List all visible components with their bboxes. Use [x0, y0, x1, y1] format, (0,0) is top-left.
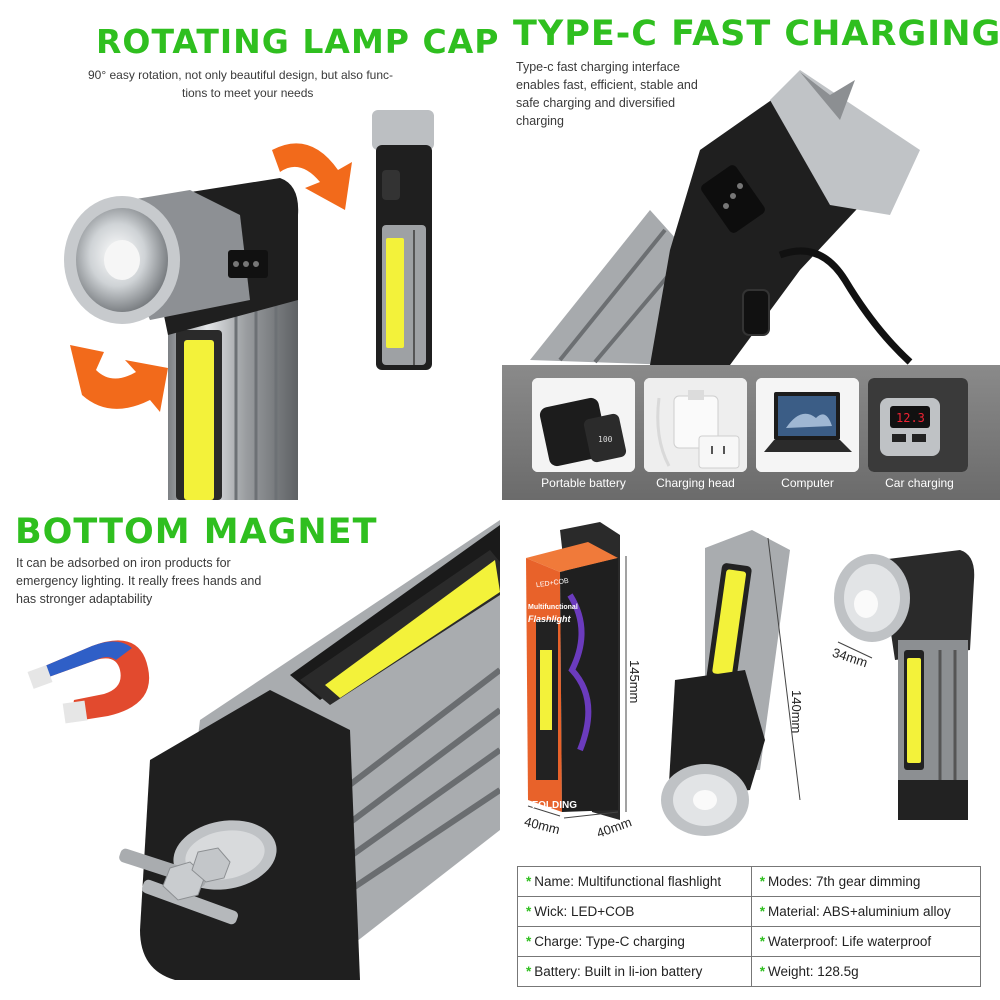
rotate-arrow-top-icon: [272, 143, 352, 210]
charging-desc-line2: enables fast, efficient, stable and: [516, 78, 698, 92]
table-row: *Wick: LED+COB *Material: ABS+aluminium …: [517, 896, 982, 927]
large-flashlight: [64, 178, 299, 500]
screws-and-nuts-icon: [119, 847, 238, 925]
table-row: *Charge: Type-C charging *Waterproof: Li…: [517, 926, 982, 957]
charging-desc-line3: safe charging and diversified: [516, 96, 676, 110]
spec-cell: *Name: Multifunctional flashlight: [517, 866, 752, 897]
magnet-desc-line2: emergency lighting. It really frees hand…: [16, 574, 262, 588]
spec-cell: *Wick: LED+COB: [517, 896, 752, 927]
device-portable-battery: 100: [532, 378, 635, 472]
panel-rotating-lamp-cap: ROTATING LAMP CAP 90° easy rotation, not…: [0, 0, 500, 500]
charger-icon: [644, 378, 747, 472]
device-car-charging: 12.3: [868, 378, 968, 472]
dimension-box-height: 145mm: [627, 660, 642, 704]
spec-cell: *Material: ABS+aluminium alloy: [750, 896, 982, 927]
svg-text:100: 100: [598, 435, 613, 444]
rotating-flashlight-illustration: [64, 110, 434, 500]
magnet-illustration: [27, 520, 500, 980]
device-label-charging-head: Charging head: [656, 476, 735, 490]
charging-desc-line4: charging: [516, 114, 564, 128]
box-footer-text: FOLDING: [532, 800, 577, 811]
small-flashlight: [372, 110, 434, 370]
dimension-light-length: 140mm: [789, 690, 804, 734]
flashlight-side-view: [661, 530, 790, 836]
box-title-line1: Multifunctional: [528, 604, 578, 611]
compatible-devices-strip: 100 Portable battery Charging head: [502, 365, 1000, 500]
svg-text:12.3: 12.3: [896, 411, 925, 425]
power-bank-icon: 100: [532, 378, 635, 472]
device-label-car-charging: Car charging: [885, 476, 954, 490]
product-box: [526, 522, 620, 820]
laptop-icon: [756, 378, 859, 472]
box-title-line2: Flashlight: [528, 614, 571, 624]
device-label-computer: Computer: [781, 476, 834, 490]
panel-specifications: LED+COB Multifunctional Flashlight FOLDI…: [500, 500, 1000, 1000]
magnet-desc-line1: It can be adsorbed on iron products for: [16, 556, 231, 570]
spec-cell: *Waterproof: Life waterproof: [750, 926, 982, 957]
magnet-title: BOTTOM MAGNET: [15, 512, 378, 552]
spec-cell: *Modes: 7th gear dimming: [750, 866, 982, 897]
magnet-desc-line3: has stronger adaptability: [16, 592, 153, 606]
rotating-desc-line2: tions to meet your needs: [182, 86, 314, 100]
flashlight-folded-view: [834, 550, 975, 820]
table-row: *Name: Multifunctional flashlight *Modes…: [517, 866, 982, 897]
spec-cell: *Weight: 128.5g: [750, 956, 982, 987]
usb-cable: [778, 247, 913, 365]
panel-type-c-charging: TYPE-C FAST CHARGING Type-c fast chargin…: [500, 0, 1000, 500]
spec-cell: *Battery: Built in li-ion battery: [517, 956, 752, 987]
charging-flashlight-illustration: [530, 70, 920, 365]
charging-flashlight: [530, 70, 920, 365]
packaging-and-dimensions-illustration: [526, 522, 975, 836]
charging-title: TYPE-C FAST CHARGING: [513, 14, 1000, 54]
horseshoe-magnet-icon: [27, 640, 150, 724]
rotating-desc-line1: 90° easy rotation, not only beautiful de…: [88, 68, 393, 82]
device-computer: [756, 378, 859, 472]
car-charger-icon: 12.3: [868, 378, 968, 472]
spec-table: *Name: Multifunctional flashlight *Modes…: [517, 866, 982, 987]
magnet-flashlight: [140, 520, 500, 980]
charging-desc-line1: Type-c fast charging interface: [516, 60, 680, 74]
rotate-arrow-bottom-icon: [70, 345, 168, 412]
panel-bottom-magnet: BOTTOM MAGNET It can be adsorbed on iron…: [0, 500, 500, 1000]
rotating-title: ROTATING LAMP CAP: [96, 22, 500, 61]
device-label-portable-battery: Portable battery: [541, 476, 626, 490]
device-charging-head: [644, 378, 747, 472]
table-row: *Battery: Built in li-ion battery *Weigh…: [517, 956, 982, 987]
spec-cell: *Charge: Type-C charging: [517, 926, 752, 957]
